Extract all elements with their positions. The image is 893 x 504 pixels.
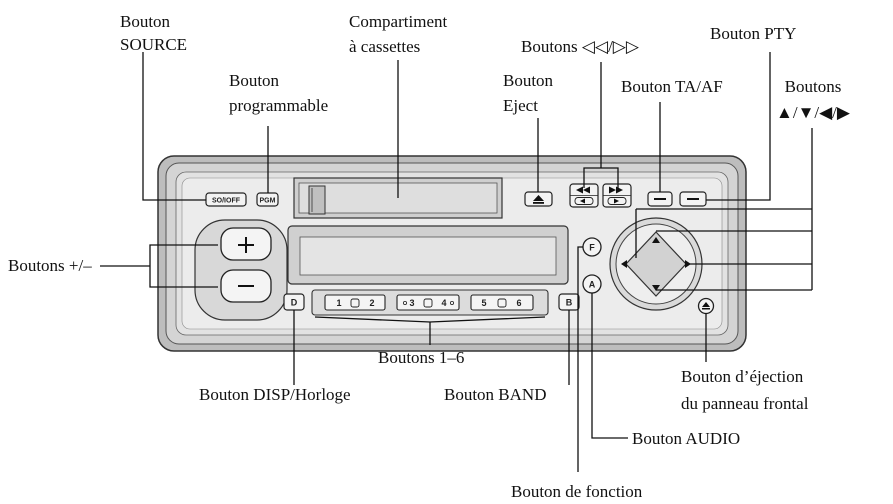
up-arrow-icon	[652, 237, 660, 243]
preset-1-mark: 1	[336, 298, 341, 308]
volume-rocker	[194, 219, 288, 321]
label-ta-af: Bouton TA/AF	[621, 77, 723, 96]
panel-eject-button[interactable]	[697, 297, 715, 315]
down-arrow-icon	[652, 285, 660, 291]
preset-56-button[interactable]: 5 6	[470, 294, 534, 311]
pty-button[interactable]	[679, 191, 707, 207]
label-arrows-2: ▲/▼/◀/▶	[776, 103, 851, 122]
label-plus-minus: Boutons +/–	[8, 256, 92, 275]
label-eject-2: Eject	[503, 96, 538, 115]
label-source-2: SOURCE	[120, 35, 187, 54]
audio-button[interactable]: A	[582, 274, 602, 294]
label-presets: Boutons 1–6	[378, 348, 464, 367]
fast-forward-icon	[609, 186, 616, 194]
minus-button[interactable]	[220, 269, 272, 303]
seek-forward-button[interactable]	[602, 183, 632, 208]
rewind-icon	[576, 186, 583, 194]
disp-key-mark: D	[291, 298, 298, 308]
audio-key-mark: A	[589, 280, 596, 290]
label-programmable-2: programmable	[229, 96, 328, 115]
band-key-mark: B	[566, 298, 573, 308]
function-button[interactable]: F	[582, 237, 602, 257]
preset-6-mark: 6	[516, 298, 521, 308]
pgm-key-mark: PGM	[260, 198, 276, 205]
label-compartment-1: Compartiment	[349, 12, 447, 31]
source-key-mark: SO/IOFF	[212, 198, 241, 205]
label-band: Bouton BAND	[444, 385, 546, 404]
ta-af-button[interactable]	[647, 191, 673, 207]
arrow-pad[interactable]	[609, 217, 703, 311]
preset-5-mark: 5	[481, 298, 486, 308]
label-panel-eject-2: du panneau frontal	[681, 394, 809, 413]
label-eject-1: Bouton	[503, 71, 554, 90]
preset-34-button[interactable]: 3 4	[396, 294, 460, 311]
band-button[interactable]: B	[558, 293, 580, 311]
source-button[interactable]: SO/IOFF	[205, 192, 247, 207]
programmable-button[interactable]: PGM	[256, 192, 279, 207]
disp-button[interactable]: D	[283, 293, 305, 311]
label-source-1: Bouton	[120, 12, 171, 31]
label-panel-eject-1: Bouton d’éjection	[681, 367, 804, 386]
label-seek: Boutons ◁◁/▷▷	[521, 37, 640, 56]
eject-button[interactable]	[524, 191, 553, 207]
preset-12-button[interactable]: 1 2	[324, 294, 386, 311]
right-arrow-icon	[685, 260, 691, 268]
preset-2-mark: 2	[369, 298, 374, 308]
seek-back-button[interactable]	[569, 183, 599, 208]
label-disp: Bouton DISP/Horloge	[199, 385, 351, 404]
label-arrows-1: Boutons	[785, 77, 842, 96]
preset-strip: 1 2 3 4 5 6	[311, 289, 549, 316]
preset-3-mark: 3	[409, 298, 414, 308]
plus-button[interactable]	[220, 227, 272, 261]
label-compartment-2: à cassettes	[349, 37, 420, 56]
eject-icon	[533, 195, 544, 201]
panel-eject-icon	[702, 302, 710, 307]
func-key-mark: F	[589, 243, 595, 253]
label-pty: Bouton PTY	[710, 24, 796, 43]
label-programmable-1: Bouton	[229, 71, 280, 90]
label-audio: Bouton AUDIO	[632, 429, 740, 448]
leader-lines	[100, 52, 813, 472]
left-arrow-icon	[621, 260, 627, 268]
label-fonction: Bouton de fonction	[511, 482, 643, 501]
display-window	[287, 225, 569, 285]
preset-4-mark: 4	[441, 298, 446, 308]
